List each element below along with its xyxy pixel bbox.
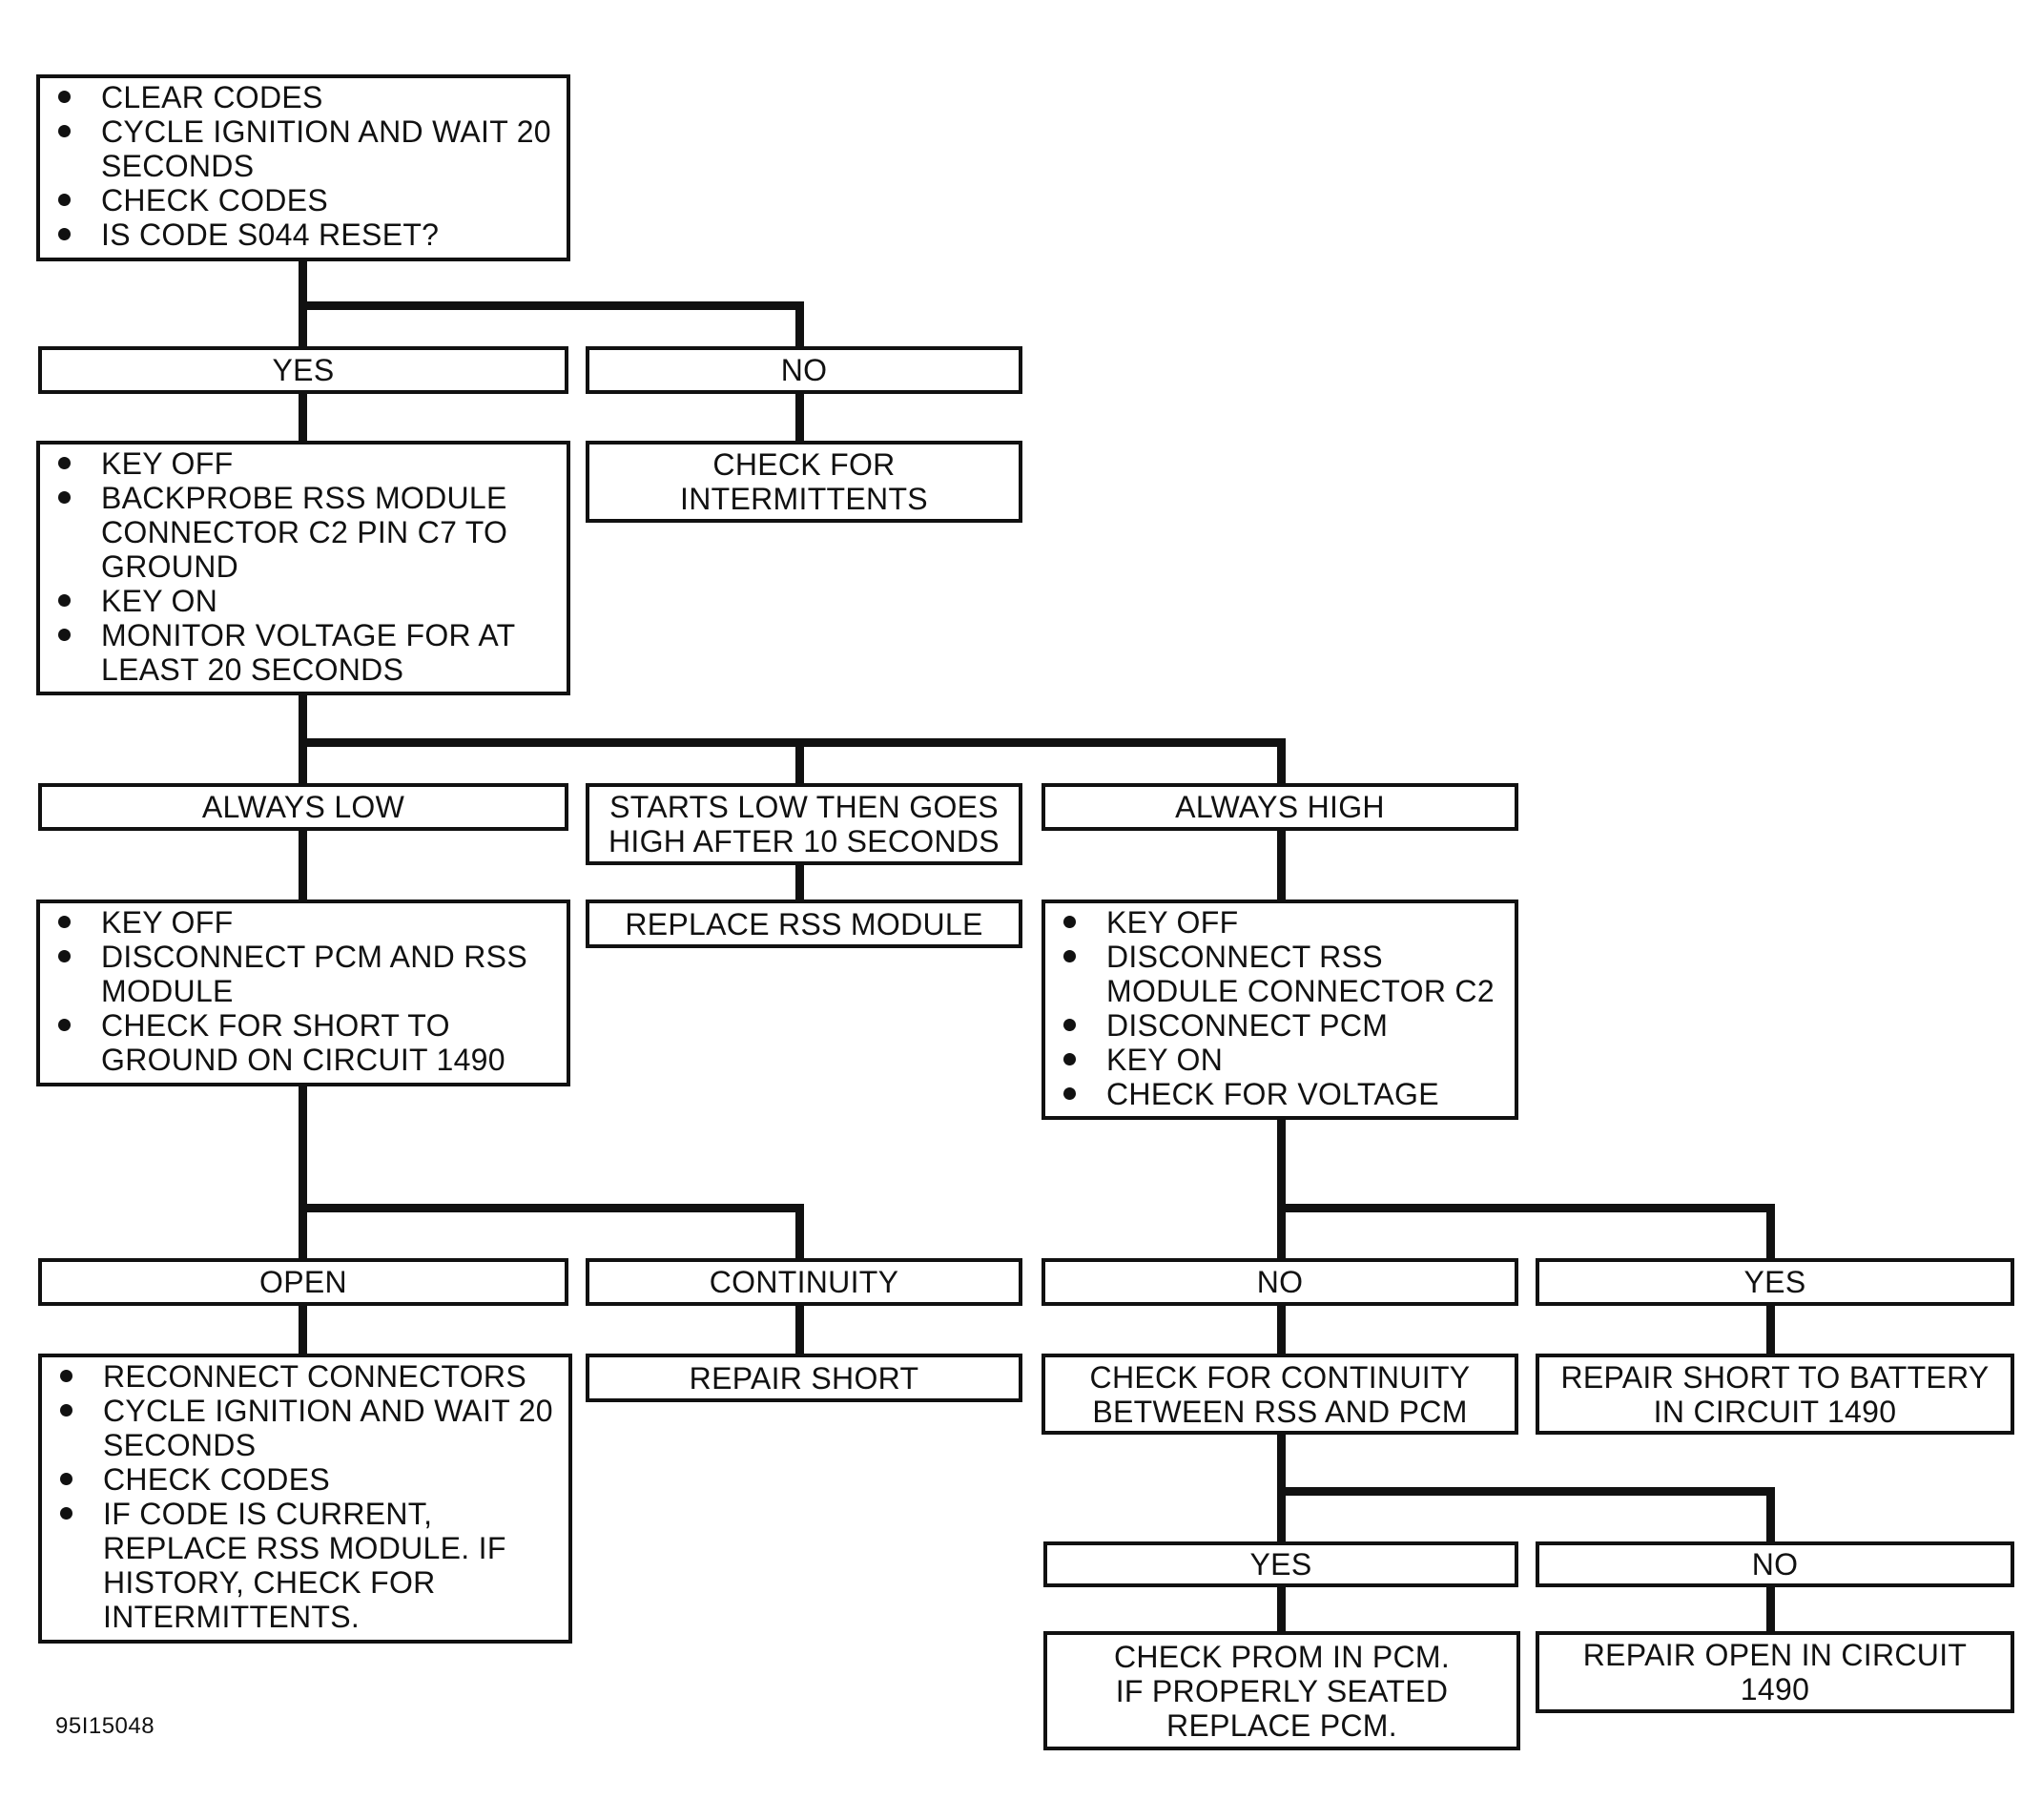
connector-continuity-check-to-no — [1766, 1487, 1775, 1543]
box-line: REPAIR SHORT TO BATTERY — [1560, 1359, 1990, 1395]
connector-backprobe-branch — [299, 738, 1286, 747]
check-continuity-box: CHECK FOR CONTINUITY BETWEEN RSS AND PCM — [1042, 1354, 1518, 1435]
reconnect-steps: RECONNECT CONNECTORS CYCLE IGNITION AND … — [42, 1359, 561, 1634]
box-line: HIGH AFTER 10 SECONDS — [608, 824, 1000, 858]
yes-label-3: YES — [1043, 1541, 1518, 1587]
connector-always-high-down — [1277, 829, 1286, 901]
connector-always-low-down — [299, 829, 307, 901]
step-item: KEY ON — [40, 584, 559, 618]
check-intermittents-box: CHECK FOR INTERMITTENTS — [586, 441, 1022, 523]
connector-backprobe-to-right — [1277, 738, 1286, 785]
connector-no3-down — [1766, 1585, 1775, 1633]
box-line: REPAIR OPEN IN CIRCUIT — [1582, 1638, 1968, 1672]
step-item: DISCONNECT PCM AND RSS MODULE — [40, 940, 559, 1008]
step-item: KEY OFF — [1045, 905, 1507, 940]
box-line: IF PROPERLY SEATED — [1115, 1673, 1449, 1708]
starts-low-label: STARTS LOW THEN GOES HIGH AFTER 10 SECON… — [586, 783, 1022, 865]
connector-continuity-check-branch — [1277, 1487, 1775, 1496]
connector-starts-low-down — [795, 863, 804, 901]
step-item: IF CODE IS CURRENT, REPLACE RSS MODULE. … — [42, 1497, 561, 1634]
connector-start-to-no — [795, 301, 804, 348]
start-box: CLEAR CODES CYCLE IGNITION AND WAIT 20 S… — [36, 74, 570, 261]
connector-left-to-continuity — [795, 1204, 804, 1260]
always-high-label: ALWAYS HIGH — [1042, 783, 1518, 831]
no-label-2: NO — [1042, 1258, 1518, 1306]
disconnect-pcm-rss-steps: KEY OFF DISCONNECT PCM AND RSS MODULE CH… — [40, 905, 559, 1077]
connector-left-branch — [299, 1204, 804, 1212]
replace-rss-box: REPLACE RSS MODULE — [586, 900, 1022, 948]
continuity-label: CONTINUITY — [586, 1258, 1022, 1306]
figure-id: 95I15048 — [55, 1713, 155, 1739]
connector-no2-down — [1277, 1304, 1286, 1355]
step-item: RECONNECT CONNECTORS — [42, 1359, 561, 1394]
connector-yes2-down — [1766, 1304, 1775, 1355]
disconnect-rss-c2-box: KEY OFF DISCONNECT RSS MODULE CONNECTOR … — [1042, 900, 1518, 1120]
connector-start-branch — [299, 301, 804, 310]
connector-right-to-yes — [1766, 1204, 1775, 1260]
box-line: CHECK FOR — [712, 447, 896, 482]
check-prom-box: CHECK PROM IN PCM. IF PROPERLY SEATED RE… — [1043, 1631, 1520, 1750]
open-label: OPEN — [38, 1258, 568, 1306]
disconnect-pcm-rss-box: KEY OFF DISCONNECT PCM AND RSS MODULE CH… — [36, 900, 570, 1086]
step-item: DISCONNECT RSS MODULE CONNECTOR C2 — [1045, 940, 1507, 1008]
no-label-3: NO — [1536, 1541, 2014, 1587]
connector-no1-down — [795, 391, 804, 444]
yes-label-2: YES — [1536, 1258, 2014, 1306]
backprobe-steps: KEY OFF BACKPROBE RSS MODULE CONNECTOR C… — [40, 446, 559, 687]
step-item: MONITOR VOLTAGE FOR AT LEAST 20 SECONDS — [40, 618, 559, 687]
disconnect-rss-c2-steps: KEY OFF DISCONNECT RSS MODULE CONNECTOR … — [1045, 905, 1507, 1111]
connector-right-trunk — [1277, 1120, 1286, 1260]
reconnect-box: RECONNECT CONNECTORS CYCLE IGNITION AND … — [38, 1354, 572, 1644]
connector-left-trunk — [299, 1086, 307, 1260]
box-line: CHECK FOR CONTINUITY — [1089, 1359, 1471, 1395]
box-line: STARTS LOW THEN GOES — [609, 790, 999, 824]
step-item: KEY OFF — [40, 905, 559, 940]
step-item: CHECK FOR SHORT TO GROUND ON CIRCUIT 149… — [40, 1008, 559, 1077]
step-item: KEY OFF — [40, 446, 559, 481]
connector-backprobe-to-middle — [795, 738, 804, 785]
step-item: KEY ON — [1045, 1043, 1507, 1077]
step-item: IS CODE S044 RESET? — [40, 217, 559, 252]
yes-label-1: YES — [38, 346, 568, 394]
repair-short-battery-box: REPAIR SHORT TO BATTERY IN CIRCUIT 1490 — [1536, 1354, 2014, 1435]
no-label-1: NO — [586, 346, 1022, 394]
repair-open-box: REPAIR OPEN IN CIRCUIT 1490 — [1536, 1631, 2014, 1713]
box-line: INTERMITTENTS — [680, 482, 928, 516]
connector-continuity-down — [795, 1304, 804, 1355]
start-steps: CLEAR CODES CYCLE IGNITION AND WAIT 20 S… — [40, 80, 559, 252]
connector-right-branch — [1277, 1204, 1775, 1212]
step-item: CYCLE IGNITION AND WAIT 20 SECONDS — [42, 1394, 561, 1462]
step-item: BACKPROBE RSS MODULE CONNECTOR C2 PIN C7… — [40, 481, 559, 584]
box-line: 1490 — [1740, 1672, 1810, 1706]
step-item: CHECK CODES — [42, 1462, 561, 1497]
connector-open-down — [299, 1304, 307, 1355]
step-item: CHECK FOR VOLTAGE — [1045, 1077, 1507, 1111]
box-line: CHECK PROM IN PCM. — [1113, 1639, 1451, 1674]
always-low-label: ALWAYS LOW — [38, 783, 568, 831]
connector-yes1-down — [299, 391, 307, 444]
step-item: DISCONNECT PCM — [1045, 1008, 1507, 1043]
step-item: CYCLE IGNITION AND WAIT 20 SECONDS — [40, 114, 559, 183]
box-line: REPLACE PCM. — [1166, 1707, 1397, 1743]
box-line: IN CIRCUIT 1490 — [1653, 1394, 1897, 1429]
backprobe-box: KEY OFF BACKPROBE RSS MODULE CONNECTOR C… — [36, 441, 570, 695]
repair-short-box: REPAIR SHORT — [586, 1354, 1022, 1402]
step-item: CLEAR CODES — [40, 80, 559, 114]
connector-yes3-down — [1277, 1585, 1286, 1633]
box-line: BETWEEN RSS AND PCM — [1092, 1394, 1468, 1429]
step-item: CHECK CODES — [40, 183, 559, 217]
